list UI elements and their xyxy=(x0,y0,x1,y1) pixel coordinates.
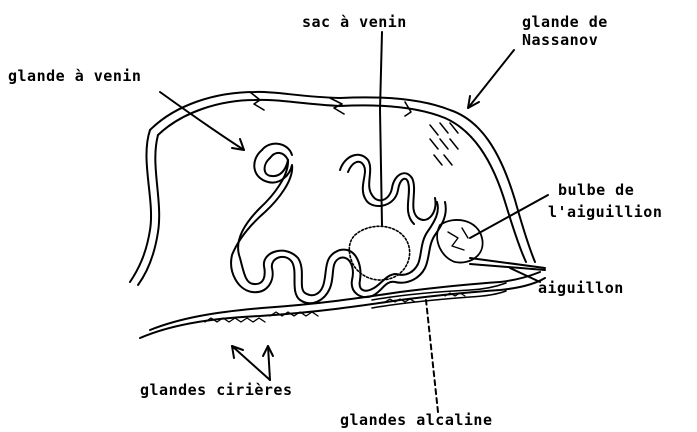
label-bulbe-1: bulbe de xyxy=(558,182,634,198)
label-aiguillon: aiguillon xyxy=(538,280,624,296)
sting-bulb-inner xyxy=(448,228,468,250)
venom-gland-loop-top xyxy=(262,144,292,160)
sternite-outline xyxy=(140,278,545,338)
label-sac-venin: sac à venin xyxy=(302,14,407,30)
leader-lines xyxy=(160,32,548,412)
label-bulbe-2: l'aiguillion xyxy=(548,204,662,220)
label-glandes-cirieres: glandes cirières xyxy=(140,382,293,398)
label-glande-venin: glande à venin xyxy=(8,68,141,84)
leader-cirieres-1 xyxy=(232,346,270,380)
venom-sac xyxy=(349,226,409,280)
sting-bulb xyxy=(437,220,482,263)
label-glandes-alcaline: glandes alcaline xyxy=(340,412,493,428)
venom-duct-loops xyxy=(340,155,436,224)
abdomen-wall-left xyxy=(130,130,151,282)
venom-gland-tube-inner xyxy=(238,158,438,295)
leader-alcaline xyxy=(426,300,438,412)
label-glande-nassanov-1: glande de xyxy=(522,14,608,30)
label-glande-nassanov-2: Nassanov xyxy=(522,32,598,48)
nassanov-gland xyxy=(430,123,458,165)
outline-marks xyxy=(250,92,411,116)
leader-bulbe xyxy=(470,195,548,238)
venom-sac-duct xyxy=(380,110,382,225)
leader-nassanov xyxy=(468,50,514,108)
abdomen-outline xyxy=(150,92,535,262)
